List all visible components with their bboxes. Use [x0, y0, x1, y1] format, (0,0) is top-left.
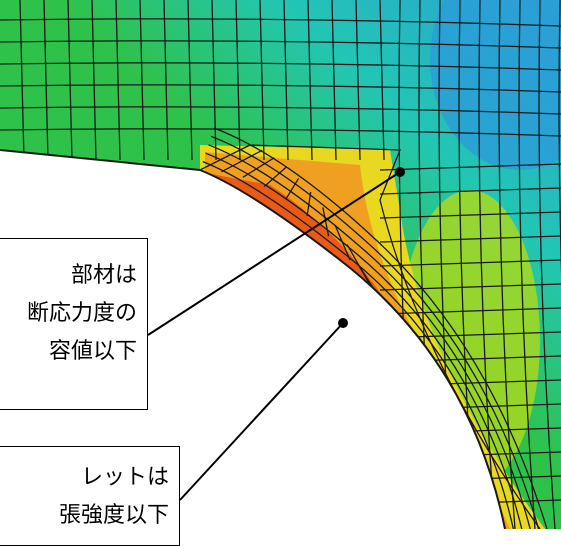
mesh-row-line — [379, 211, 561, 219]
mesh-col-line — [187, 0, 193, 161]
low-stress-region — [430, 0, 561, 170]
mesh-row-line — [0, 128, 561, 137]
callout-member-line-3: 容値以下 — [48, 339, 137, 364]
hole-boundary — [0, 149, 506, 529]
mesh-col-line — [538, 0, 556, 529]
mesh-arc-line — [205, 152, 523, 529]
orange-band — [205, 152, 510, 529]
mesh-col-line — [211, 0, 217, 161]
mesh-row-line — [379, 235, 561, 243]
mesh-col-line — [259, 0, 265, 161]
callout-fillet-line-2: 張強度以下 — [58, 503, 169, 528]
mesh-col-line — [115, 0, 121, 161]
mesh-col-line — [283, 0, 289, 161]
mesh-col-line — [518, 0, 536, 529]
mesh-row-line — [0, 62, 561, 71]
mesh-arc-line — [210, 135, 540, 529]
mesh-col-line — [43, 0, 49, 161]
leader-dot-fillet — [338, 318, 348, 328]
mesh-radial-line — [199, 144, 251, 171]
mesh-col-line — [19, 0, 25, 161]
mesh-arc-line — [202, 160, 515, 529]
mesh-col-line — [235, 0, 241, 161]
callout-member: 部材は 断応力度の 容値以下 — [0, 238, 148, 410]
leader-line-fillet — [179, 322, 344, 501]
mesh-seam-line — [249, 144, 541, 529]
mesh-row-line — [379, 283, 561, 291]
mesh-arc-line — [208, 144, 531, 529]
mesh-col-line — [355, 0, 361, 161]
mesh-row-line — [379, 187, 561, 195]
mesh-row-line — [379, 163, 561, 171]
callout-member-line-2: 断応力度の — [26, 301, 137, 326]
mesh-row-line — [0, 84, 561, 93]
mesh-row-line — [379, 259, 561, 267]
mesh-radial-line — [263, 166, 287, 188]
mesh-radial-line — [285, 178, 300, 200]
mesh-col-line — [558, 0, 561, 529]
mesh-col-line — [91, 0, 97, 161]
mesh-row-line — [0, 18, 561, 27]
mesh-row-line — [0, 106, 561, 115]
mesh-row-line — [0, 40, 561, 49]
stress-contour-figure — [0, 0, 561, 529]
mesh-col-line — [379, 0, 385, 161]
mesh-radial-line — [306, 191, 312, 217]
fe-mesh — [0, 0, 561, 529]
mesh-arc-line — [213, 127, 548, 529]
mesh-radial-line — [322, 207, 330, 237]
leader-line-member — [147, 171, 401, 336]
mesh-col-line — [331, 0, 337, 161]
mesh-col-line — [163, 0, 169, 161]
leader-dot-member — [395, 167, 405, 177]
mesh-row-line — [379, 307, 561, 315]
callout-member-line-1: 部材は — [70, 263, 137, 288]
callout-fillet: レットは 張強度以下 — [0, 446, 180, 546]
mesh-col-line — [139, 0, 145, 161]
mesh-col-line — [307, 0, 313, 161]
callout-fillet-line-1: レットは — [80, 465, 169, 490]
mesh-col-line — [67, 0, 73, 161]
